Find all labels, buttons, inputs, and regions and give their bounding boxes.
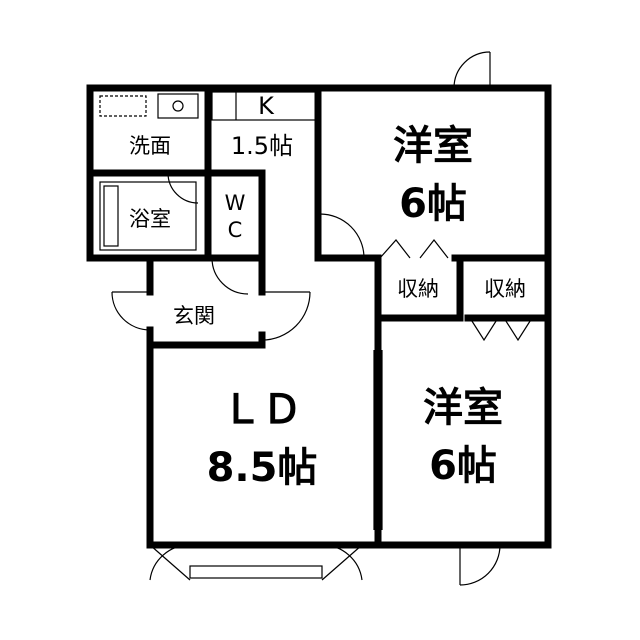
washroom-name: 洗面 [129, 134, 171, 158]
storage-right-name: 収納 [484, 277, 526, 301]
western-room-top-name: 洋室 [393, 123, 473, 169]
western-room-bottom-size: 6帖 [429, 443, 497, 489]
storage-left-name: 収納 [397, 277, 439, 301]
doors [111, 51, 533, 586]
entrance-name: 玄関 [173, 304, 215, 328]
western-room-bottom-name: 洋室 [423, 385, 503, 431]
western-room-top-size: 6帖 [399, 181, 467, 227]
living-dining-size: 8.5帖 [207, 445, 318, 491]
kitchen-counter [208, 91, 317, 170]
toilet-name-line1: W [225, 191, 246, 215]
bathroom-name: 浴室 [129, 207, 171, 231]
kitchen-name: K [258, 92, 275, 120]
bathtub [99, 181, 197, 251]
living-dining-name: ＬＤ [222, 387, 302, 433]
kitchen-size: 1.5帖 [231, 132, 293, 160]
washroom-fixtures [99, 93, 199, 119]
toilet-name-line2: C [228, 218, 243, 242]
